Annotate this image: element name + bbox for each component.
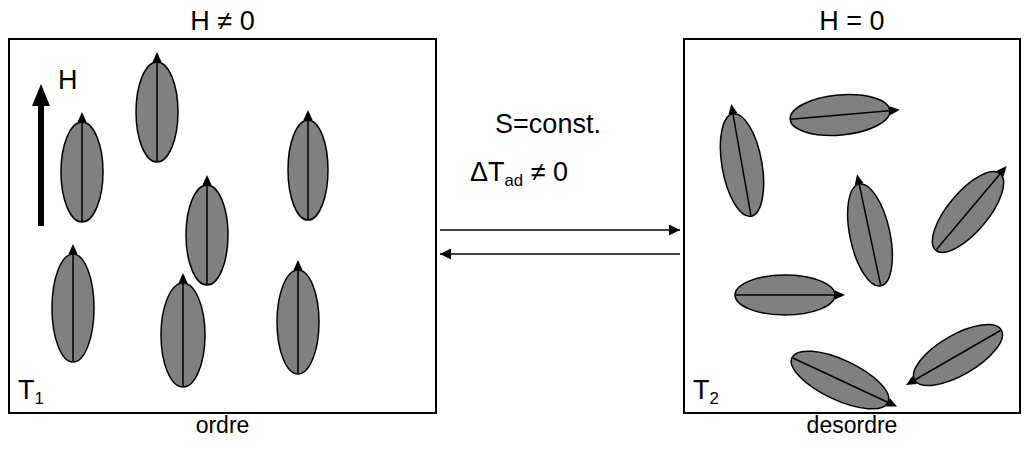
moment-axis bbox=[156, 60, 158, 161]
magnetic-moment bbox=[61, 112, 103, 222]
field-arrow-head bbox=[32, 84, 50, 106]
moment-axis bbox=[182, 281, 184, 386]
magnetic-moment bbox=[838, 170, 901, 290]
moment-axis bbox=[72, 252, 74, 361]
moment-arrowhead bbox=[889, 105, 900, 115]
moment-ellipse bbox=[840, 180, 901, 290]
magnetic-moment bbox=[186, 175, 228, 285]
state-caption: ordre bbox=[10, 413, 435, 438]
moment-arrowhead bbox=[727, 103, 738, 114]
magnetic-moment bbox=[735, 275, 845, 315]
moment-ellipse bbox=[921, 161, 1016, 263]
magnetic-moment bbox=[136, 52, 178, 162]
moment-axis bbox=[937, 172, 1002, 249]
moment-axis bbox=[859, 182, 881, 285]
moment-ellipse bbox=[905, 313, 1012, 398]
adiabatic-temperature-change: ΔTad ≠ 0 bbox=[470, 158, 568, 188]
moment-arrowhead bbox=[203, 175, 212, 185]
magnetic-moment bbox=[161, 273, 205, 387]
moment-arrowhead bbox=[997, 163, 1010, 176]
magnetic-moment bbox=[896, 313, 1011, 403]
moment-arrowhead bbox=[179, 273, 188, 283]
magnetic-moment bbox=[52, 244, 94, 362]
moment-ellipse bbox=[784, 339, 897, 420]
moment-arrowhead bbox=[304, 110, 313, 120]
moment-arrowhead bbox=[78, 112, 87, 122]
edge-label: S=const. bbox=[495, 110, 601, 140]
field-arrow-shaft bbox=[38, 100, 44, 226]
state-box: H = 0T2desordre bbox=[683, 38, 1021, 414]
moment-arrowhead bbox=[853, 173, 864, 185]
magnetic-moment bbox=[277, 260, 319, 374]
field-heading: H ≠ 0 bbox=[10, 7, 435, 37]
moment-arrowhead bbox=[835, 291, 845, 300]
moment-axis bbox=[736, 294, 837, 296]
moment-arrowhead bbox=[69, 244, 78, 254]
magnetic-moment bbox=[712, 100, 771, 219]
magnetic-moment bbox=[921, 153, 1022, 263]
moment-axis bbox=[793, 358, 890, 403]
state-caption: desordre bbox=[685, 413, 1019, 438]
magnetic-moment bbox=[288, 110, 328, 220]
field-label: H bbox=[58, 66, 78, 96]
magnetic-moment bbox=[788, 90, 901, 139]
moment-axis bbox=[913, 331, 1000, 382]
process-arrow bbox=[440, 253, 680, 255]
moment-axis bbox=[206, 183, 208, 284]
moment-ellipse bbox=[713, 110, 770, 219]
moment-arrowhead bbox=[886, 398, 899, 410]
magnetic-moment bbox=[784, 339, 906, 424]
moment-axis bbox=[297, 268, 299, 373]
moment-axis bbox=[791, 110, 892, 119]
process-arrow bbox=[440, 229, 680, 231]
moment-arrowhead bbox=[294, 260, 303, 270]
temperature-label: T2 bbox=[693, 376, 719, 406]
moment-arrowhead bbox=[153, 52, 162, 62]
moment-ellipse bbox=[788, 91, 891, 140]
moment-arrowhead bbox=[904, 376, 917, 389]
field-heading: H = 0 bbox=[685, 7, 1019, 37]
moment-axis bbox=[81, 120, 83, 221]
field-arrow bbox=[32, 84, 50, 226]
moment-axis bbox=[733, 112, 751, 215]
temperature-label: T1 bbox=[18, 376, 44, 406]
moment-axis bbox=[307, 118, 309, 219]
